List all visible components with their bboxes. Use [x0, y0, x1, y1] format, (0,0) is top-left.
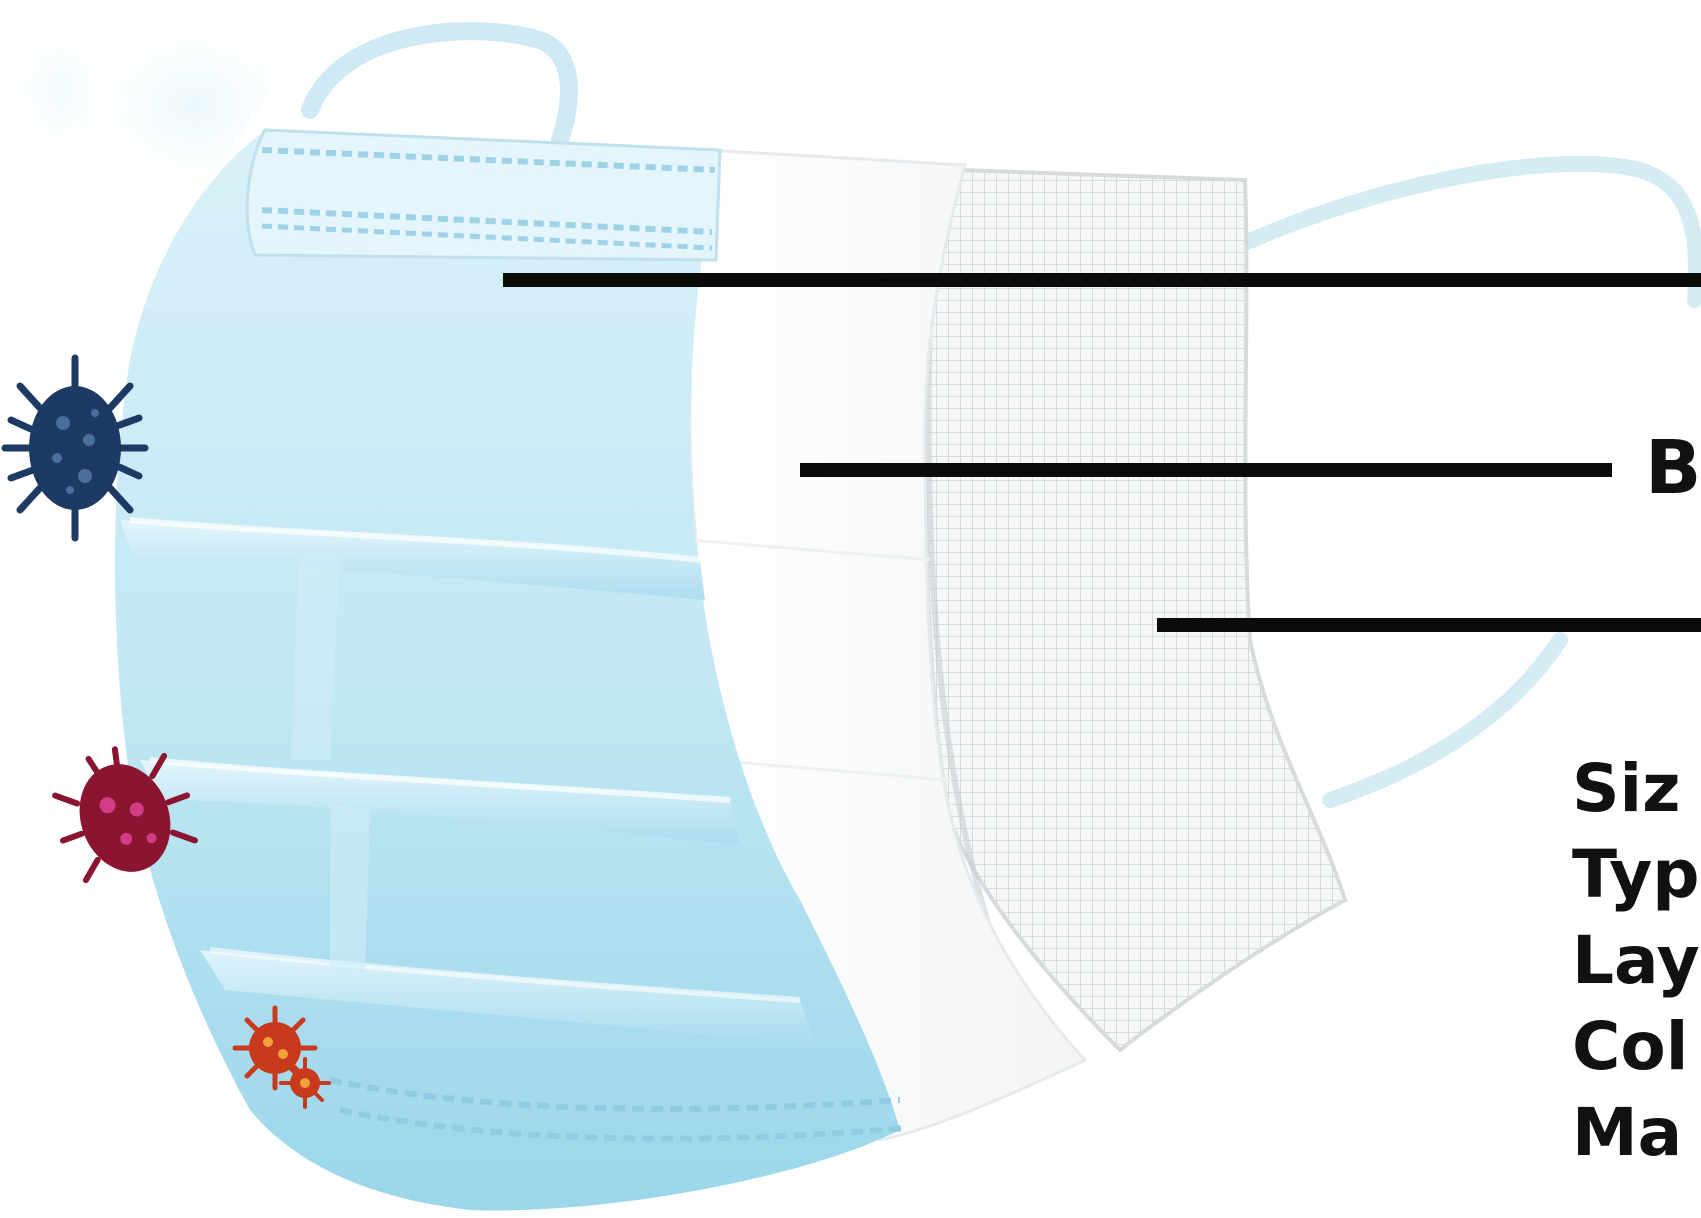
virus-icon-orange-small	[279, 1057, 331, 1109]
ear-loop-right	[1222, 155, 1701, 308]
virus-icon-maroon	[52, 746, 198, 884]
outer-blue-layer	[115, 128, 906, 1211]
spec-material-label: Ma	[1572, 1094, 1683, 1171]
spec-color-label: Col	[1572, 1008, 1689, 1085]
middle-layer-label: B	[1645, 428, 1701, 508]
virus-icon-navy	[1, 354, 149, 542]
ear-loop-right-lower	[1322, 632, 1568, 808]
spec-layer-label: Lay	[1572, 922, 1700, 999]
spec-size-label: Siz	[1572, 750, 1681, 827]
background-glow	[0, 0, 330, 210]
ear-loop-top	[301, 22, 578, 149]
spec-type-label: Typ	[1572, 836, 1700, 913]
virus-icon-orange-large	[232, 1005, 318, 1091]
